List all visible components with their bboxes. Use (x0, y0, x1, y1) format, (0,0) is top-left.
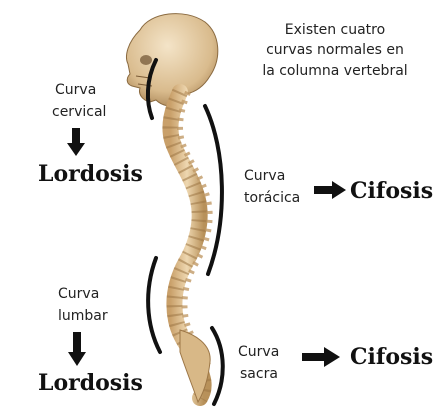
thoracic-result: Cifosis (350, 178, 434, 204)
cervical-label-line-2: cervical (52, 104, 107, 120)
sacral-label-line-2: sacra (240, 366, 278, 382)
thoracic-right-arrow-icon (314, 181, 346, 199)
vertebral-column (162, 84, 213, 406)
thoracic-label-line-1: Curva (244, 168, 286, 184)
lumbar-label-line-1: Curva (58, 286, 100, 302)
sacral-bracket (210, 326, 225, 406)
cervical-label-line-1: Curva (55, 82, 97, 98)
cervical-down-arrow-icon (67, 128, 85, 156)
intro-line-3: la columna vertebral (262, 63, 408, 79)
curve-brackets (145, 58, 225, 406)
arrows (67, 128, 346, 367)
lumbar-label-line-2: lumbar (58, 308, 108, 324)
cervical-bracket (145, 58, 158, 120)
lumbar-bracket (146, 256, 162, 354)
thoracic-bracket (203, 104, 224, 276)
intro-line-1: Existen cuatro (284, 22, 386, 38)
sacral-result: Cifosis (350, 344, 434, 370)
sacral-label-line-1: Curva (238, 344, 280, 360)
lumbar-result: Lordosis (38, 370, 143, 396)
sacral-right-arrow-icon (302, 347, 340, 367)
lumbar-down-arrow-icon (68, 332, 86, 366)
intro-line-2: curvas normales en (266, 42, 404, 58)
cervical-result: Lordosis (38, 161, 143, 187)
thoracic-label-line-2: torácica (244, 190, 301, 206)
